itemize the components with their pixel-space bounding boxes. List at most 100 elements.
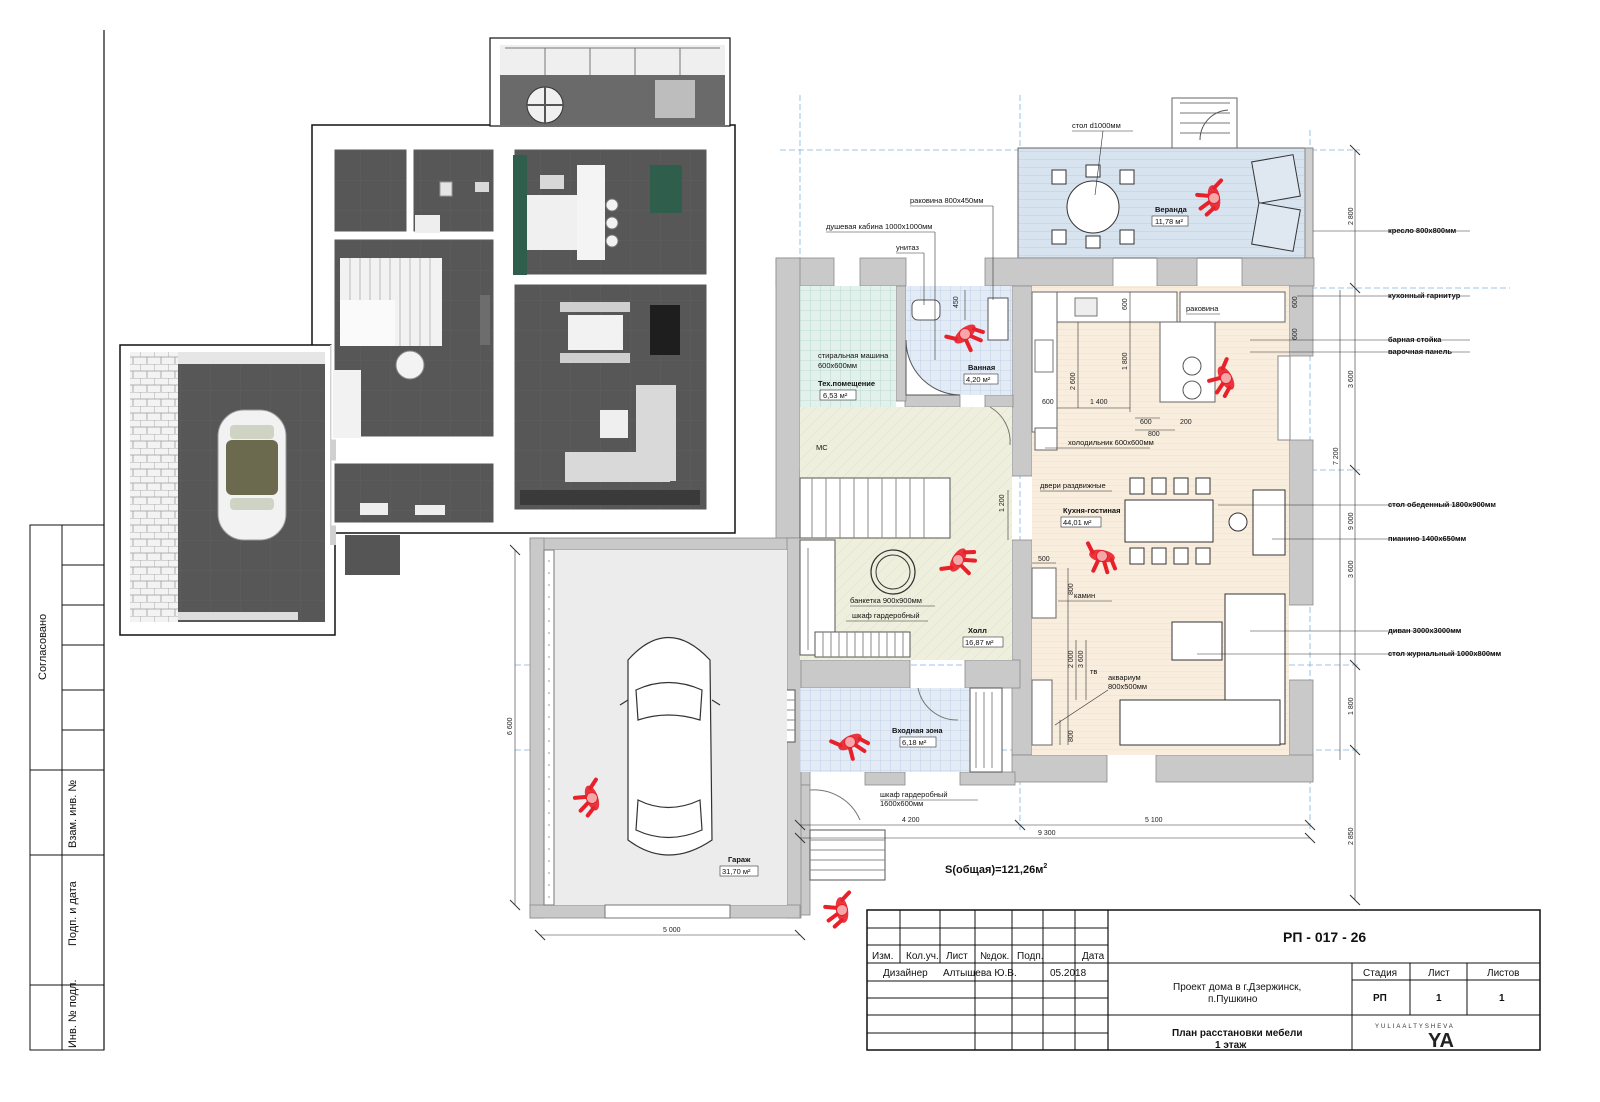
hall-name: Холл — [968, 626, 987, 635]
bath-name: Ванная — [968, 363, 995, 372]
kitchen-name: Кухня-гостиная — [1063, 506, 1120, 515]
outer-dim-texts: 6 600 4 200 5 100 9 300 5 000 — [507, 717, 1163, 934]
label-table-d1000: стол d1000мм — [1072, 121, 1121, 130]
dim-r1800: 1 800 — [1348, 697, 1355, 715]
sign-label: Подп. и дата — [67, 880, 79, 946]
tech-area: 6,53 м² — [823, 391, 848, 400]
tech-room-floor — [800, 286, 896, 426]
walls — [529, 257, 1315, 919]
dim-800c: 800 — [1068, 730, 1075, 742]
total-area: S(общая)=121,26м2 — [945, 863, 1047, 876]
brand-logo: YA — [1428, 1030, 1454, 1052]
brand-name: YULIAALTYSHEVA — [1375, 1024, 1455, 1030]
entry-area: 6,18 м² — [902, 738, 927, 747]
tb-drawing-1: План расстановки мебели — [1172, 1027, 1302, 1039]
car-plan — [619, 637, 721, 856]
dim-r2850: 2 850 — [1348, 827, 1355, 845]
label-sliding-doors: двери раздвижные — [1040, 481, 1106, 490]
hall-area: 16,87 м² — [965, 638, 994, 647]
label-fridge: холодильник 600х600мм — [1068, 438, 1154, 447]
tb-h-doc: №док. — [980, 951, 1009, 962]
tb-h-podp: Подп. — [1017, 951, 1044, 962]
tb-h-date: Дата — [1082, 951, 1105, 962]
render-3d — [119, 37, 736, 636]
dim-600b: 600 — [1292, 296, 1299, 308]
label-washer: стиральная машина — [818, 351, 889, 360]
callout-dining-table: стол обеденный 1800х900мм — [1388, 500, 1496, 509]
dim-1800: 1 800 — [1122, 352, 1129, 370]
project-code: РП - 017 - 26 — [1283, 929, 1366, 945]
floor-plan — [529, 97, 1315, 919]
dim-b9300: 9 300 — [1038, 830, 1056, 837]
agreed-label: Согласовано — [37, 614, 49, 680]
tb-project-1: Проект дома в г.Дзержинск, — [1173, 982, 1301, 993]
label-tv: тв — [1090, 667, 1097, 676]
furniture-labels: стол d1000мм раковина 800х450мм душевая … — [816, 121, 1220, 808]
tb-sheets: 1 — [1499, 993, 1505, 1004]
callout-hob: варочная панель — [1388, 347, 1452, 356]
label-washer-size: 600х600мм — [818, 361, 857, 370]
label-wardrobe-entry: шкаф гардеробный — [880, 790, 948, 799]
tb-project-2: п.Пушкино — [1208, 994, 1258, 1005]
label-fireplace: камин — [1074, 591, 1095, 600]
title-block — [866, 909, 1541, 1051]
label-aquarium: аквариум — [1108, 673, 1141, 682]
tb-sheets-h: Листов — [1487, 968, 1520, 979]
dim-b5100: 5 100 — [1145, 817, 1163, 824]
label-wardrobe-hall: шкаф гардеробный — [852, 611, 920, 620]
room-labels: Веранда 11,78 м² Тех.помещение 6,53 м² В… — [719, 205, 1189, 877]
dim-600a: 600 — [1122, 298, 1129, 310]
tb-role: Дизайнер — [883, 968, 928, 979]
tb-drawing-2: 1 этаж — [1215, 1040, 1247, 1051]
label-bench: банкетка 900х900мм — [850, 596, 922, 605]
title-block-text: РП - 017 - 26 Изм. Кол.уч. Лист №док. По… — [872, 929, 1520, 1052]
label-aquarium-size: 800х500мм — [1108, 682, 1147, 691]
entry-floor — [800, 688, 970, 772]
dim-2600: 2 600 — [1070, 372, 1077, 390]
right-dim-texts: 2 800 3 600 7 200 9 000 3 600 1 800 2 85… — [1333, 207, 1355, 845]
car-render — [217, 409, 287, 541]
tb-sheet-h: Лист — [1428, 968, 1450, 979]
dim-1200: 1 200 — [999, 494, 1006, 512]
label-toilet: унитаз — [896, 243, 920, 252]
callout-armchair: кресло 800х800мм — [1388, 226, 1457, 235]
dim-600d: 600 — [1042, 399, 1054, 406]
callout-kitchen-set: кухонный гарнитур — [1388, 291, 1461, 300]
callout-coffee-table: стол журнальный 1000х800мм — [1388, 649, 1502, 658]
dim-r9000: 9 000 — [1348, 512, 1355, 530]
label-ms: МС — [816, 443, 828, 452]
entry-name: Входная зона — [892, 726, 943, 735]
label-sink-800: раковина 800х450мм — [910, 196, 984, 205]
dim-800b: 800 — [1068, 583, 1075, 595]
callout-labels: кресло 800х800мм кухонный гарнитур барна… — [1388, 226, 1502, 658]
side-stamp: Согласовано Взам. инв. № Подп. и дата Ин… — [29, 30, 105, 1051]
dim-500: 500 — [1038, 556, 1050, 563]
dim-r3600b: 3 600 — [1348, 560, 1355, 578]
interior-dims — [964, 290, 1175, 745]
dim-l6600: 6 600 — [507, 717, 514, 735]
callout-sofa: диван 3000х3000мм — [1388, 626, 1462, 635]
dim-r2800: 2 800 — [1348, 207, 1355, 225]
dim-600c: 600 — [1292, 328, 1299, 340]
tb-date: 05.2018 — [1050, 968, 1087, 979]
label-sink-kitchen: раковина — [1186, 304, 1219, 313]
garage-area: 31,70 м² — [722, 867, 751, 876]
tb-name: Алтышева Ю.В. — [943, 968, 1017, 979]
tb-stage-h: Стадия — [1363, 968, 1397, 979]
dim-b5000: 5 000 — [663, 927, 681, 934]
kitchen-area: 44,01 м² — [1063, 518, 1092, 527]
right-dims — [1197, 144, 1500, 906]
garage-name: Гараж — [728, 855, 751, 864]
tb-h-list: Лист — [946, 951, 968, 962]
dim-3600c: 3 600 — [1078, 650, 1085, 668]
dim-2000: 2 000 — [1068, 650, 1075, 668]
interior-dim-texts: 450 600 600 600 1 800 2 600 600 1 400 60… — [953, 296, 1299, 742]
swap-label: Взам. инв. № — [67, 780, 79, 848]
inv-label: Инв. № подл. — [67, 979, 79, 1048]
dim-b4200: 4 200 — [902, 817, 920, 824]
dim-450: 450 — [953, 296, 960, 308]
label-shower: душевая кабина 1000х1000мм — [826, 222, 932, 231]
dim-1400: 1 400 — [1090, 399, 1108, 406]
outer-dims — [509, 544, 1316, 941]
dim-200: 200 — [1180, 419, 1192, 426]
